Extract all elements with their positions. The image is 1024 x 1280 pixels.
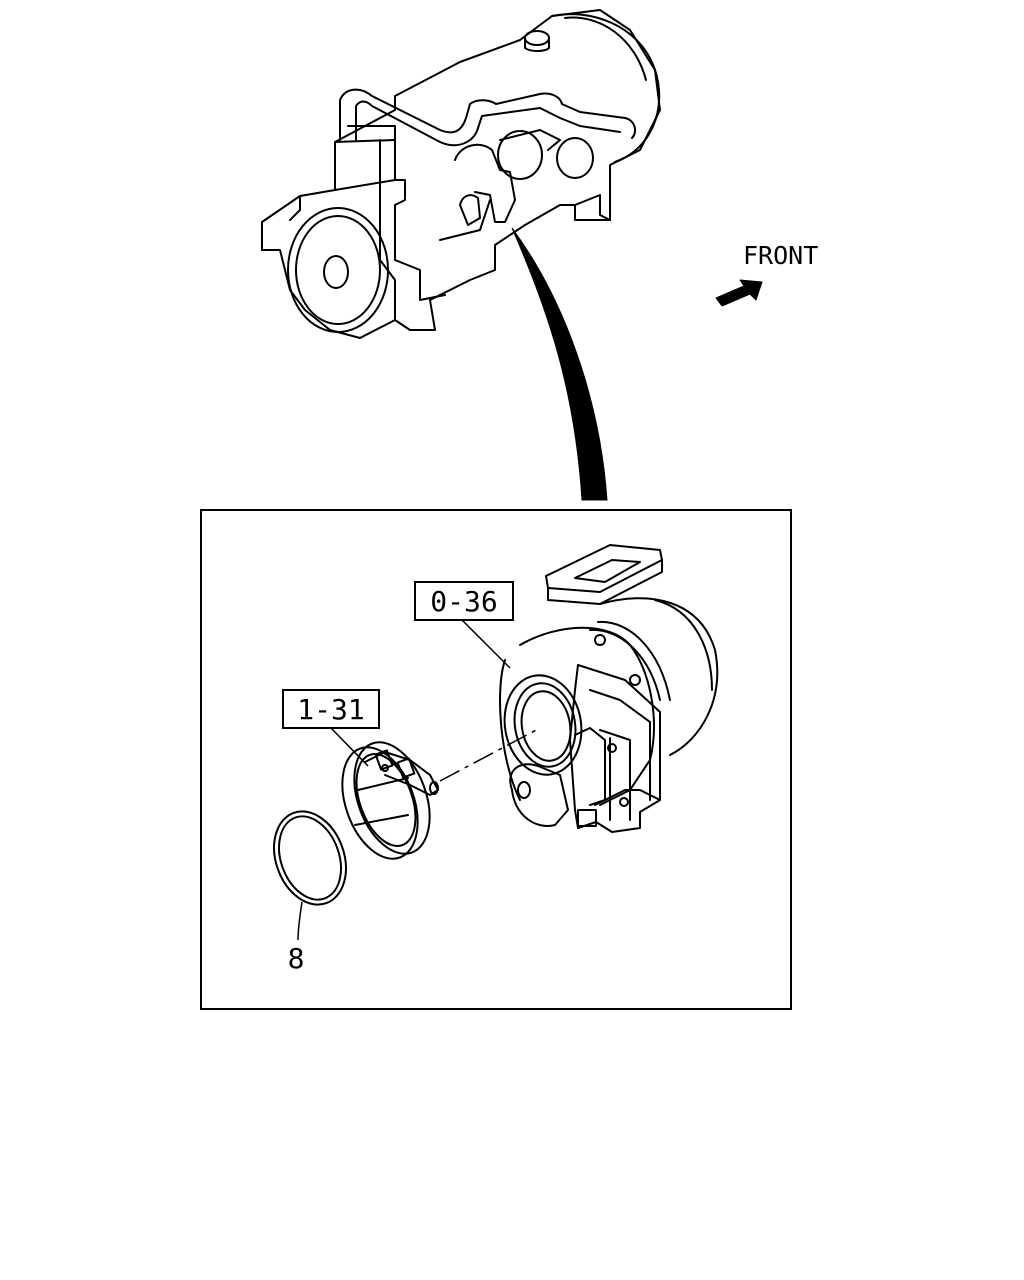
turbocharger-drawing bbox=[499, 544, 719, 833]
detail-frame bbox=[200, 509, 792, 1010]
callout-label-1-31: 1-31 bbox=[297, 693, 364, 726]
callout-clamp: 1-31 bbox=[282, 689, 380, 767]
callout-label-8: 8 bbox=[288, 942, 305, 975]
engine-overview bbox=[261, 9, 661, 339]
assembly-centerline bbox=[439, 727, 541, 782]
front-arrow-icon bbox=[715, 279, 763, 307]
clamp-drawing bbox=[341, 741, 439, 860]
gasket-ring-drawing bbox=[273, 810, 347, 906]
front-label: FRONT bbox=[743, 241, 818, 270]
callout-gasket-ring: 8 bbox=[288, 901, 305, 975]
callout-label-0-36: 0-36 bbox=[430, 585, 497, 618]
callout-turbocharger: 0-36 bbox=[414, 581, 514, 669]
detail-pointer bbox=[511, 227, 608, 501]
